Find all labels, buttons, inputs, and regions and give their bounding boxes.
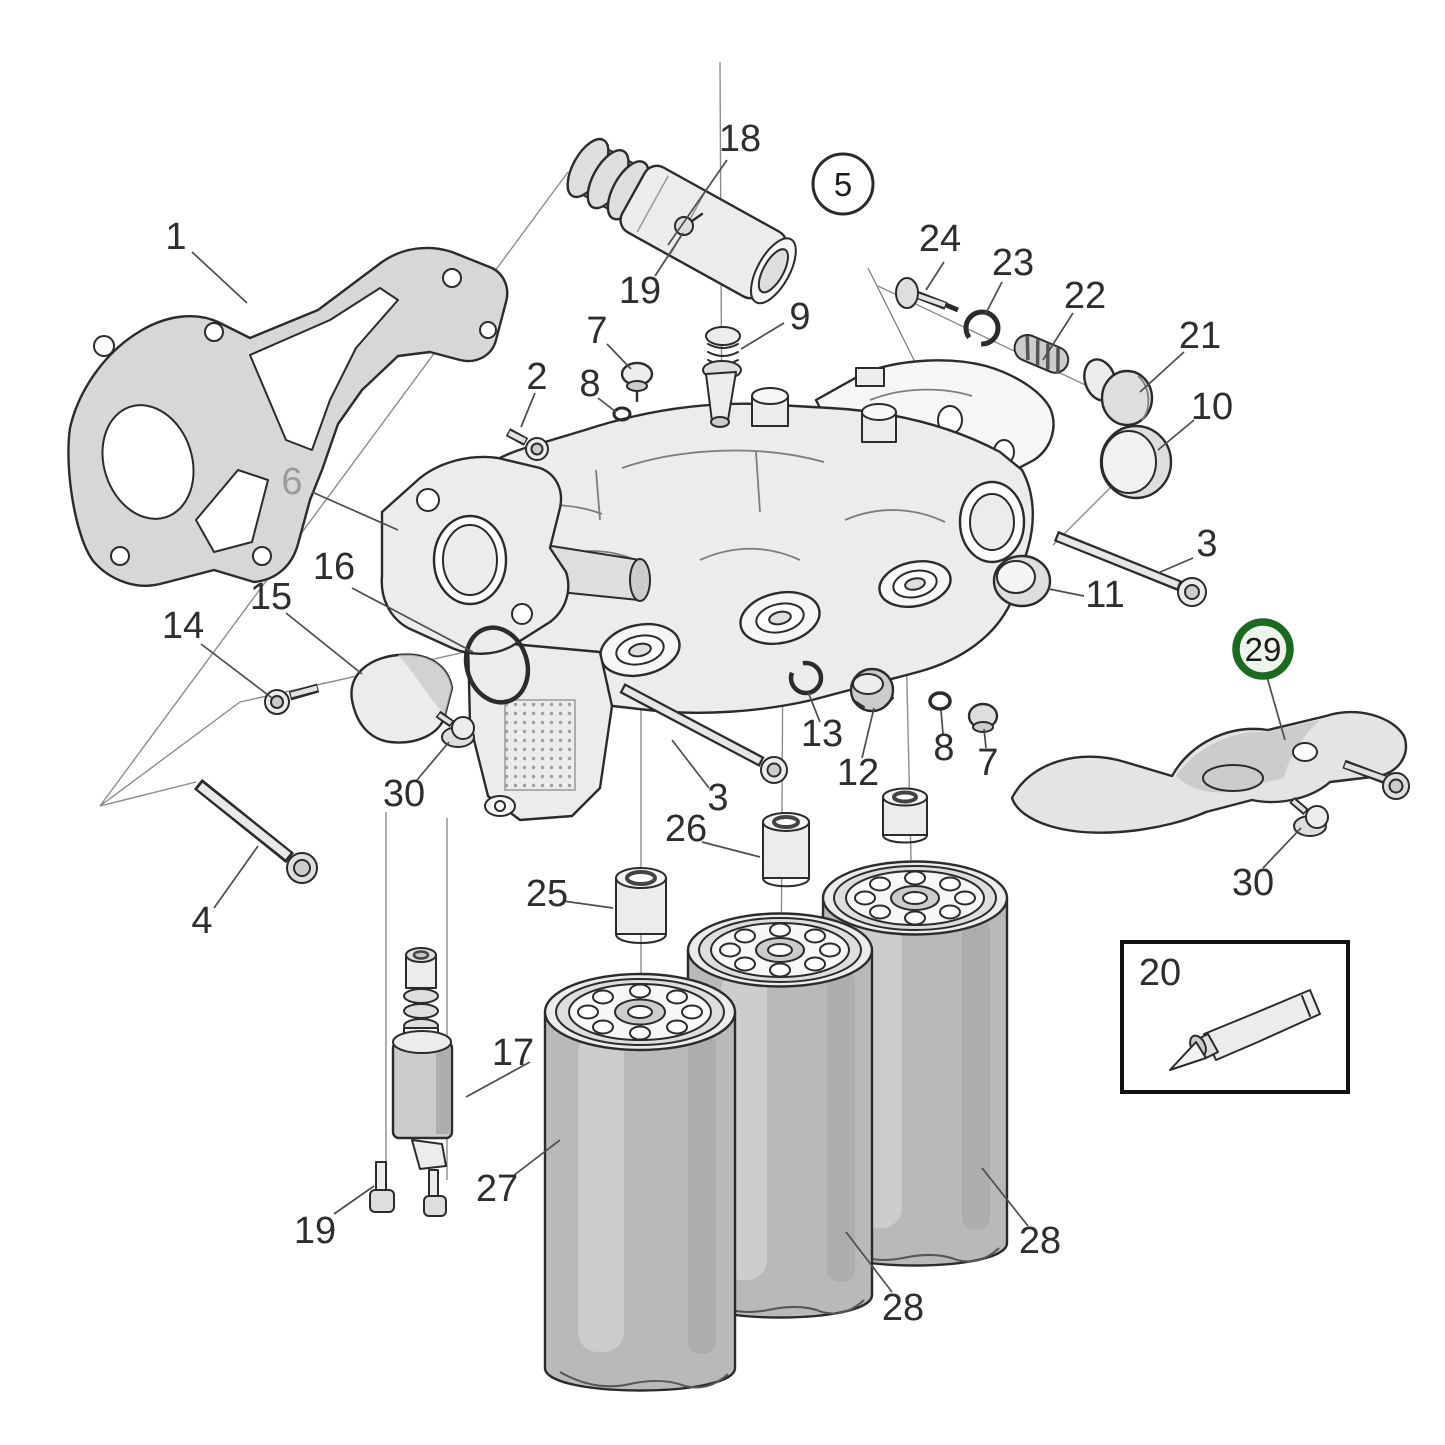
callout-14-label: 14 — [162, 605, 204, 647]
callout-9-label: 9 — [789, 296, 810, 338]
main-housing-part — [429, 387, 1034, 714]
callout-16-label: 16 — [313, 546, 355, 588]
callouts: 1 2 3 3 4 5 6 7 7 8 8 9 10 11 12 13 14 1… — [162, 118, 1294, 1329]
callout-28-middle-label: 28 — [882, 1287, 924, 1329]
sealing-ring-upper-part — [612, 406, 632, 422]
callout-8-right-label: 8 — [933, 727, 954, 769]
plug-7-right-part — [967, 702, 999, 733]
callout-12-label: 12 — [837, 752, 879, 794]
callout-10-label: 10 — [1191, 386, 1233, 428]
solenoid-pin-part — [674, 212, 704, 236]
bolt-30-right-part — [1289, 796, 1329, 837]
callout-18-label: 18 — [719, 118, 761, 160]
filter-boss-right — [878, 560, 952, 608]
screw-19-b-part — [423, 1169, 447, 1217]
callout-28-right-label: 28 — [1019, 1220, 1061, 1262]
callout-24-label: 24 — [919, 218, 961, 260]
callout-6-label: 6 — [281, 461, 302, 503]
solenoid-upper-part — [566, 137, 797, 305]
callout-1-label: 1 — [165, 216, 186, 258]
callout-19-upper-label: 19 — [619, 270, 661, 312]
long-bolt-3-right-part — [1053, 530, 1207, 607]
callout-30-left-label: 30 — [383, 773, 425, 815]
callout-26-label: 26 — [665, 808, 707, 850]
filter-boss-front — [599, 622, 681, 678]
callout-3-center-label: 3 — [707, 777, 728, 819]
callout-7-upper-label: 7 — [586, 310, 607, 352]
retaining-ring-13-part — [788, 660, 824, 696]
callout-13-label: 13 — [801, 713, 843, 755]
gasket-part — [67, 246, 509, 587]
cup-plug-11-part — [992, 554, 1052, 608]
callout-7-right-label: 7 — [977, 742, 998, 784]
plug-upper-part — [620, 361, 654, 403]
callout-29-circle — [1232, 618, 1294, 680]
screw-19-a-part — [369, 1161, 395, 1213]
valve-part — [702, 326, 742, 428]
cover-plate-10-part — [1099, 424, 1173, 500]
spacer-25-part — [615, 867, 667, 944]
bolt-14-part — [264, 683, 320, 715]
bolt-2-part — [505, 428, 549, 461]
long-bolt-3-center-part — [619, 683, 788, 784]
plug-21-part — [1083, 358, 1154, 427]
callout-21-label: 21 — [1179, 315, 1221, 357]
callout-30-right-label: 30 — [1232, 862, 1274, 904]
hex-plug-12-part — [849, 667, 895, 713]
solenoid-lower-part — [391, 947, 454, 1170]
bolt-30-left-part — [435, 710, 475, 748]
cover-cap-15-part — [350, 653, 454, 744]
callout-5-circle — [811, 152, 875, 216]
o-ring-16-part — [463, 625, 531, 705]
callout-27-label: 27 — [476, 1168, 518, 1210]
callout-2-label: 2 — [526, 356, 547, 398]
callout-11-label: 11 — [1085, 574, 1124, 616]
callout-25-label: 25 — [526, 873, 568, 915]
leader-lines — [191, 159, 1302, 1293]
sealing-ring-8-right-part — [928, 691, 952, 711]
oil-filter-front-part — [543, 972, 737, 1392]
callout-4-label: 4 — [191, 900, 212, 942]
shield-bolt-part — [1342, 759, 1410, 800]
sump-part — [466, 638, 614, 822]
callout-15-label: 15 — [250, 576, 292, 618]
callout-20-label: 20 — [1139, 952, 1181, 994]
heat-shield-part — [1010, 710, 1408, 834]
callout-17-label: 17 — [492, 1032, 534, 1074]
sealant-tube-part — [1169, 989, 1321, 1071]
callout-23-label: 23 — [992, 242, 1034, 284]
callout-8-upper-label: 8 — [579, 363, 600, 405]
callout-3-right-label: 3 — [1196, 523, 1217, 565]
bolt-24-part — [895, 277, 959, 313]
callout-5-label: 5 — [834, 166, 852, 203]
filter-boss-middle — [739, 590, 821, 646]
spring-22-part — [1013, 334, 1070, 374]
sealing-ring-23-part — [963, 309, 1001, 347]
connection-flange-part — [380, 455, 651, 655]
callout-19-lower-label: 19 — [294, 1210, 336, 1252]
long-bolt-4-part — [193, 778, 318, 884]
spacer-right-part — [882, 787, 928, 844]
spacer-26-part — [762, 812, 810, 888]
callout-29-label: 29 — [1245, 631, 1282, 668]
sealant-box — [1120, 940, 1350, 1094]
callout-22-label: 22 — [1064, 275, 1106, 317]
